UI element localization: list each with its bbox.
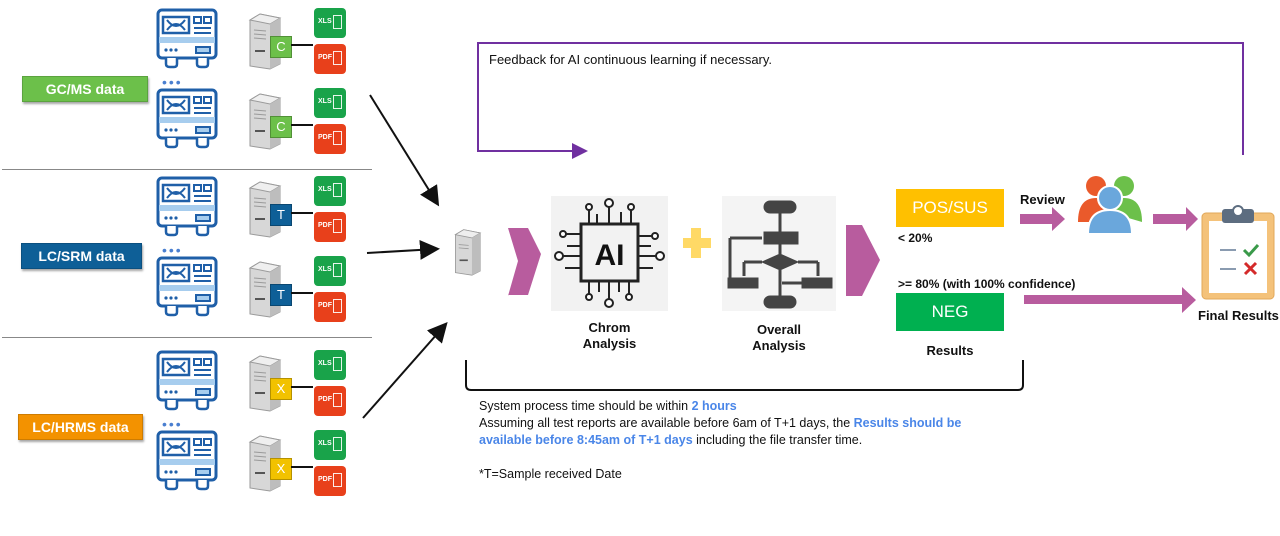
group-separator (2, 337, 372, 338)
arrow-neg-to-final (1024, 287, 1196, 313)
clipboard-icon (1200, 205, 1276, 301)
pdf-file-icon: PDF (314, 466, 346, 496)
results-caption: Results (926, 343, 974, 358)
source-label-lc-srm-data: LC/SRM data (21, 243, 142, 269)
reviewers-icon (1076, 172, 1144, 236)
process-bracket (465, 360, 1024, 391)
instrument-icon (156, 88, 218, 150)
note-line-2: Assuming all test reports are available … (479, 416, 962, 430)
connector-line (291, 44, 313, 46)
xls-file-icon: XLS (314, 430, 346, 460)
connector-line (291, 124, 313, 126)
xls-file-icon: XLS (314, 8, 346, 38)
software-badge: X (270, 458, 292, 480)
group-separator (2, 169, 372, 170)
pdf-file-icon: PDF (314, 386, 346, 416)
software-badge: X (270, 378, 292, 400)
software-badge: C (270, 36, 292, 58)
xls-file-icon: XLS (314, 350, 346, 380)
arrow-review-to-final (1153, 207, 1198, 231)
feedback-text: Feedback for AI continuous learning if n… (489, 52, 773, 67)
xls-file-icon: XLS (314, 256, 346, 286)
xls-file-icon: XLS (314, 88, 346, 118)
instrument-icon (156, 430, 218, 492)
flow-arrow-to-results (846, 225, 880, 296)
arrow-gcms-to-server (369, 94, 440, 207)
instrument-icon (156, 8, 218, 70)
ai-chip-text: AI (595, 239, 625, 272)
flow-arrow-server-to-ai (508, 228, 541, 296)
pdf-file-icon: PDF (314, 124, 346, 154)
connector-line (291, 292, 313, 294)
overall-analysis-label: Overall Analysis (722, 322, 836, 354)
pos-sus-box: POS/SUS (896, 189, 1004, 227)
software-badge: C (270, 116, 292, 138)
plus-icon (683, 228, 711, 258)
instrument-icon (156, 350, 218, 412)
note-line-1: System process time should be within 2 h… (479, 399, 737, 413)
source-label-lc-hrms-data: LC/HRMS data (18, 414, 143, 440)
pos-threshold: < 20% (898, 231, 933, 245)
instrument-icon (156, 176, 218, 238)
xls-file-icon: XLS (314, 176, 346, 206)
chrom-analysis-line1: Chrom (588, 320, 631, 335)
final-results-label: Final Results (1198, 308, 1279, 323)
arrow-lcsrm-to-server (366, 239, 440, 260)
footnote: *T=Sample received Date (479, 467, 622, 481)
arrow-lchrms-to-server (362, 321, 448, 419)
overall-analysis-line1: Overall (756, 322, 802, 337)
process-notes: System process time should be within 2 h… (479, 398, 1039, 483)
connector-line (291, 386, 313, 388)
neg-box: NEG (896, 293, 1004, 331)
chrom-analysis-line2: Analysis (582, 336, 637, 351)
neg-threshold: >= 80% (with 100% confidence) (898, 277, 1076, 291)
connector-line (291, 466, 313, 468)
pdf-file-icon: PDF (314, 212, 346, 242)
feedback-loop-line (477, 42, 1244, 159)
ellipsis-icon: ••• (162, 242, 183, 258)
arrow-pos-to-review (1020, 207, 1065, 231)
software-badge: T (270, 204, 292, 226)
pdf-file-icon: PDF (314, 44, 346, 74)
ai-chip-icon: AI (551, 196, 668, 311)
review-label: Review (1020, 192, 1065, 207)
instrument-icon (156, 256, 218, 318)
ellipsis-icon: ••• (162, 74, 183, 90)
highlight-2-hours: 2 hours (691, 399, 737, 413)
note-line-3: available before 8:45am of T+1 days incl… (479, 433, 863, 447)
ellipsis-icon: ••• (162, 416, 183, 432)
flowchart-icon (722, 196, 836, 311)
connector-line (291, 212, 313, 214)
chrom-analysis-label: Chrom Analysis (551, 320, 668, 352)
pdf-file-icon: PDF (314, 292, 346, 322)
software-badge: T (270, 284, 292, 306)
central-server-icon (452, 228, 482, 276)
overall-analysis-line2: Analysis (752, 338, 806, 353)
source-label-gc-ms-data: GC/MS data (22, 76, 148, 102)
